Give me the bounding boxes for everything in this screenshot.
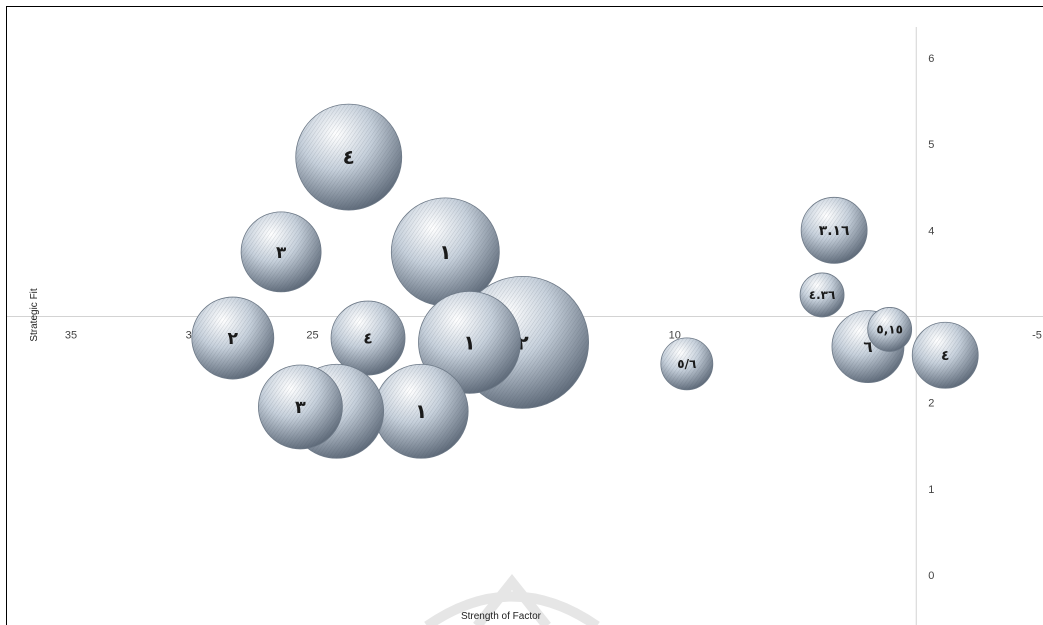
bubble: ٤	[295, 103, 403, 211]
y-tick-label: 0	[928, 570, 934, 582]
bubble-label: ٥/٦	[677, 357, 696, 371]
bubble-texture	[331, 301, 406, 376]
x-tick-labels: 35302510-5	[65, 330, 1042, 342]
x-tick-label: -5	[1032, 330, 1042, 342]
bubble: ١	[373, 363, 469, 459]
bubble: ٤.٣٦	[799, 272, 845, 318]
bubble-label: ٦	[863, 338, 872, 356]
bubble-texture	[374, 364, 469, 459]
y-axis-title: Strategic Fit	[29, 288, 40, 342]
y-tick-label: 2	[928, 398, 934, 410]
bubble: ٤	[911, 321, 979, 389]
y-tick-label: 5	[928, 139, 934, 151]
bubble-label: ٤	[343, 145, 355, 169]
bubble-texture	[867, 307, 912, 352]
bubble-label: ٣	[276, 242, 287, 262]
y-tick-labels: 0 1 2 4 5 6	[928, 53, 934, 582]
bubble-texture	[800, 272, 845, 317]
x-tick-label: 35	[65, 330, 77, 342]
bubble-label: ٤.٣٦	[809, 288, 836, 302]
bubble-label: ٣	[295, 398, 306, 418]
bubble-label: ٤	[363, 329, 372, 347]
bubble: ٤	[330, 300, 406, 376]
bubble: ٣	[258, 364, 343, 450]
bubble-label: ١	[415, 400, 427, 423]
bubble-texture	[295, 104, 402, 211]
bubble-texture	[418, 291, 521, 394]
y-tick-label: 1	[928, 484, 934, 496]
bubble: ٣.١٦	[800, 196, 868, 264]
bubble: ١	[418, 290, 521, 394]
x-axis-title: Strength of Factor	[461, 611, 542, 622]
bubble-texture	[191, 297, 274, 380]
bubble-texture	[241, 211, 322, 292]
bubble-label: ١	[439, 240, 451, 264]
bubble-label: ٢	[228, 329, 239, 349]
watermark-emblem	[424, 573, 600, 625]
bubble-texture	[660, 337, 713, 390]
bubble: ١	[390, 197, 500, 307]
bubble-label: ٣.١٦	[819, 223, 850, 239]
bubble-label: ٥,١٥	[876, 323, 903, 337]
y-tick-label: 4	[928, 225, 934, 237]
bubble-texture	[912, 322, 979, 389]
x-tick-label: 10	[669, 330, 681, 342]
bubble: ٢	[191, 296, 275, 380]
bubble-texture	[391, 197, 500, 306]
bubble-texture	[801, 197, 868, 264]
bubble-label: ١	[463, 330, 475, 354]
bubble-label: ٤	[941, 348, 949, 364]
x-tick-label: 25	[306, 330, 318, 342]
bubble: ٥/٦	[660, 337, 714, 391]
bubble: ٥,١٥	[867, 307, 913, 352]
bubble: ٣	[240, 211, 322, 293]
y-tick-label: 6	[928, 53, 934, 65]
bubble-texture	[258, 364, 343, 449]
